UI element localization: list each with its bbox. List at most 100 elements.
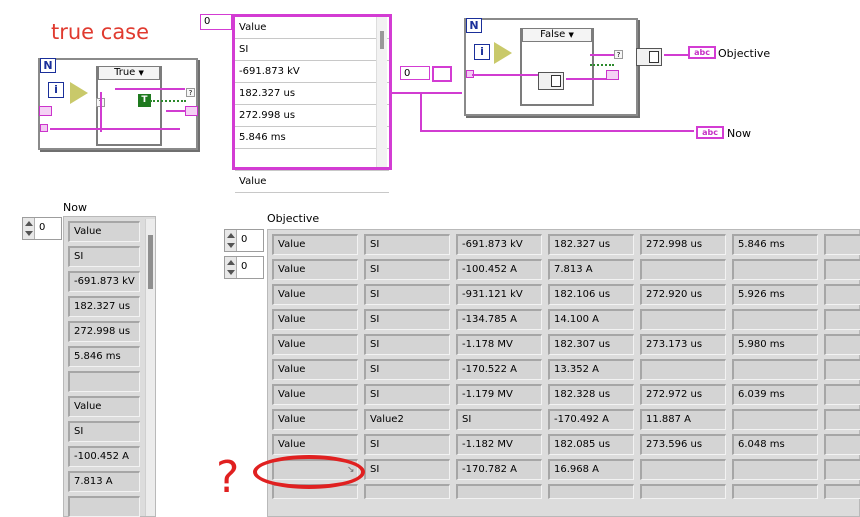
- objective-array-cell[interactable]: -170.492 A: [548, 409, 634, 430]
- objective-array-cell[interactable]: SI: [364, 309, 450, 330]
- loop-count-terminal[interactable]: N: [40, 58, 56, 73]
- build-array-node-icon[interactable]: [538, 72, 564, 90]
- objective-array-cell[interactable]: Value: [272, 259, 358, 280]
- index-spinner-icon[interactable]: [225, 230, 237, 251]
- objective-array-cell[interactable]: SI: [364, 434, 450, 455]
- now-array-element[interactable]: 272.998 us: [68, 321, 140, 342]
- objective-array-cell[interactable]: Value: [272, 284, 358, 305]
- objective-array-cell[interactable]: 5.980 ms: [732, 334, 818, 355]
- objective-array-cell[interactable]: -170.782 A: [456, 459, 542, 480]
- build-array-node-icon[interactable]: [636, 48, 662, 66]
- objective-array-cell[interactable]: 182.085 us: [548, 434, 634, 455]
- array-constant-scrollbar[interactable]: [376, 17, 387, 167]
- objective-array-cell[interactable]: [824, 459, 860, 480]
- objective-array-cell[interactable]: [640, 459, 726, 480]
- array-constant-element[interactable]: 182.327 us: [235, 83, 389, 105]
- now-indicator-icon[interactable]: abc: [696, 126, 724, 139]
- now-array-element[interactable]: [68, 371, 140, 392]
- shift-register-right[interactable]: [185, 106, 198, 116]
- objective-array-cell[interactable]: [640, 259, 726, 280]
- objective-array-cell[interactable]: -134.785 A: [456, 309, 542, 330]
- selector-node-icon[interactable]: ?: [614, 50, 623, 59]
- objective-array-cell[interactable]: [824, 309, 860, 330]
- objective-array-cell[interactable]: Value: [272, 334, 358, 355]
- objective-array-cell[interactable]: 11.887 A: [640, 409, 726, 430]
- objective-array-cell[interactable]: 273.596 us: [640, 434, 726, 455]
- objective-array-cell[interactable]: 7.813 A: [548, 259, 634, 280]
- objective-array-cell[interactable]: 182.328 us: [548, 384, 634, 405]
- tunnel-input[interactable]: [40, 124, 48, 132]
- now-index-control[interactable]: 0: [22, 217, 62, 240]
- objective-array-cell[interactable]: [824, 334, 860, 355]
- now-array-element[interactable]: -691.873 kV: [68, 271, 140, 292]
- now-array-element[interactable]: -100.452 A: [68, 446, 140, 467]
- objective-array-cell[interactable]: 182.106 us: [548, 284, 634, 305]
- objective-array-cell[interactable]: SI: [364, 334, 450, 355]
- objective-array-cell[interactable]: [640, 359, 726, 380]
- objective-array-cell[interactable]: SI: [364, 259, 450, 280]
- objective-array-cell[interactable]: SI: [364, 284, 450, 305]
- objective-array-cell[interactable]: SI: [364, 359, 450, 380]
- objective-indicator-icon[interactable]: abc: [688, 46, 716, 59]
- objective-array-cell[interactable]: [824, 359, 860, 380]
- objective-array-cell[interactable]: 182.307 us: [548, 334, 634, 355]
- objective-array-cell[interactable]: -1.179 MV: [456, 384, 542, 405]
- objective-array-cell[interactable]: [640, 309, 726, 330]
- objective-array-cell[interactable]: -100.452 A: [456, 259, 542, 280]
- objective-array-cell[interactable]: 13.352 A: [548, 359, 634, 380]
- objective-array-cell[interactable]: [364, 484, 450, 499]
- objective-array-cell[interactable]: [732, 309, 818, 330]
- objective-array-cell[interactable]: SI: [364, 384, 450, 405]
- objective-array-cell[interactable]: [732, 409, 818, 430]
- objective-array-cell[interactable]: -170.522 A: [456, 359, 542, 380]
- objective-array-cell[interactable]: SI: [364, 234, 450, 255]
- loop-count-terminal[interactable]: N: [466, 18, 482, 33]
- array-constant-element[interactable]: [235, 149, 389, 171]
- objective-array-cell[interactable]: [824, 384, 860, 405]
- objective-array-cell[interactable]: -1.182 MV: [456, 434, 542, 455]
- now-array-element[interactable]: SI: [68, 246, 140, 267]
- objective-array-cell[interactable]: Value: [272, 409, 358, 430]
- objective-array-cell[interactable]: -691.873 kV: [456, 234, 542, 255]
- loop2-index-box[interactable]: 0: [400, 66, 430, 80]
- array-constant-index[interactable]: 0: [200, 14, 232, 30]
- objective-array-cell[interactable]: SI: [364, 459, 450, 480]
- case-selector-false[interactable]: False ▼: [522, 28, 592, 42]
- objective-col-index-control[interactable]: 0: [224, 256, 264, 279]
- objective-array-cell[interactable]: 5.926 ms: [732, 284, 818, 305]
- objective-array-cell[interactable]: -931.121 kV: [456, 284, 542, 305]
- objective-array-cell[interactable]: [824, 234, 860, 255]
- objective-array-cell[interactable]: [732, 259, 818, 280]
- compare-node-icon[interactable]: [494, 42, 512, 64]
- objective-array-cell[interactable]: Value: [272, 384, 358, 405]
- objective-array-cell[interactable]: Value: [272, 434, 358, 455]
- case-selector-true[interactable]: True ▼: [98, 66, 160, 80]
- objective-array-cell[interactable]: 5.846 ms: [732, 234, 818, 255]
- scroll-thumb[interactable]: [148, 235, 153, 289]
- objective-array-cell[interactable]: 182.327 us: [548, 234, 634, 255]
- objective-array-cell[interactable]: [732, 459, 818, 480]
- objective-array-cell[interactable]: Value: [272, 234, 358, 255]
- array-constant-element[interactable]: Value: [235, 171, 389, 193]
- loop-iteration-terminal[interactable]: i: [48, 82, 64, 98]
- now-array-element[interactable]: 5.846 ms: [68, 346, 140, 367]
- array-constant-element[interactable]: Value: [235, 17, 389, 39]
- objective-array-cell[interactable]: 16.968 A: [548, 459, 634, 480]
- shift-register-left[interactable]: [39, 106, 52, 116]
- objective-array-cell[interactable]: Value2: [364, 409, 450, 430]
- now-array-element[interactable]: SI: [68, 421, 140, 442]
- objective-array-cell[interactable]: Value: [272, 359, 358, 380]
- array-constant-element[interactable]: SI: [235, 39, 389, 61]
- objective-array-cell[interactable]: 6.048 ms: [732, 434, 818, 455]
- compare-node-icon[interactable]: [70, 82, 88, 104]
- array-constant-element[interactable]: 5.846 ms: [235, 127, 389, 149]
- objective-array-cell[interactable]: -1.178 MV: [456, 334, 542, 355]
- now-array-element[interactable]: [68, 496, 140, 517]
- index-spinner-icon[interactable]: [23, 218, 35, 239]
- now-array-element[interactable]: 7.813 A: [68, 471, 140, 492]
- objective-array-cell[interactable]: [824, 259, 860, 280]
- objective-array-cell[interactable]: 272.998 us: [640, 234, 726, 255]
